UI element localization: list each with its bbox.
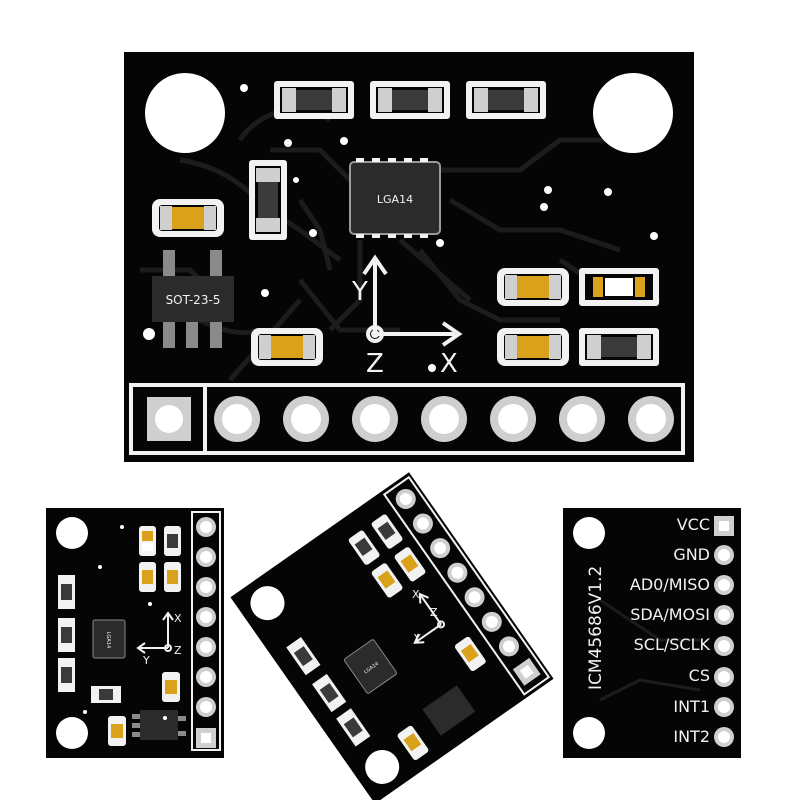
resistor: [579, 328, 659, 366]
capacitor: [152, 199, 224, 237]
back-pin: GND: [673, 545, 734, 565]
axis-x-label: X: [440, 349, 458, 379]
back-pin: SDA/MOSI: [630, 605, 734, 625]
svg-text:X: X: [412, 588, 420, 601]
svg-text:Z: Z: [174, 644, 182, 657]
svg-text:Z: Z: [430, 606, 438, 619]
mounting-hole: [145, 73, 225, 153]
back-pin: INT2: [673, 727, 734, 747]
back-pin: CS: [689, 666, 734, 687]
svg-text:SDA/MOSI: SDA/MOSI: [630, 605, 710, 624]
left-view-chip: LGA14: [92, 619, 126, 659]
svg-text:VCC: VCC: [677, 515, 710, 534]
mounting-hole: [593, 73, 673, 153]
axis-z-label: Z: [366, 349, 384, 379]
svg-text:SCL/SCLK: SCL/SCLK: [634, 635, 711, 654]
svg-text:INT1: INT1: [673, 697, 710, 716]
regulator-label: SOT-23-5: [166, 293, 221, 307]
pin-header: [129, 383, 685, 455]
svg-text:Y: Y: [142, 654, 150, 667]
axis-indicator: [362, 254, 463, 347]
svg-text:GND: GND: [673, 545, 710, 564]
svg-text:LGA14: LGA14: [105, 632, 111, 648]
chip-label: LGA14: [377, 193, 413, 206]
axis-y-label: Y: [351, 277, 368, 307]
back-pin: AD0/MISO: [630, 575, 734, 595]
board-version-label: ICM45686V1.2: [586, 566, 606, 690]
back-pin: INT1: [673, 697, 734, 717]
rotated-view-chip: LGA14: [343, 639, 397, 694]
svg-text:X: X: [174, 612, 182, 625]
imu-chip: LGA14: [349, 158, 441, 238]
resistor: [274, 81, 354, 119]
capacitor: [251, 328, 323, 366]
back-pin: VCC: [677, 515, 734, 536]
svg-text:AD0/MISO: AD0/MISO: [630, 575, 710, 594]
main-board: LGA14 SOT-23-5: [124, 52, 694, 462]
svg-text:CS: CS: [689, 666, 710, 685]
left-view-board: LGA14 X Y Z: [46, 508, 224, 758]
resistor: [466, 81, 546, 119]
back-pin-list: VCC GND AD0/MISO SDA/MOSI SCL/SCLK CS: [630, 515, 734, 747]
rotated-view-board: LGA14: [230, 472, 554, 800]
power-led: [579, 268, 659, 306]
svg-text:Y: Y: [413, 632, 421, 645]
back-pin: SCL/SCLK: [634, 635, 734, 656]
vias: [240, 84, 658, 372]
capacitor: [497, 268, 569, 306]
back-view-board: ICM45686V1.2 VCC GND AD0/MISO SDA/MOSI S…: [563, 508, 741, 758]
capacitor: [497, 328, 569, 366]
voltage-regulator: SOT-23-5: [143, 250, 234, 348]
resistor: [370, 81, 450, 119]
svg-text:INT2: INT2: [673, 727, 710, 746]
resistor-vertical: [249, 160, 287, 240]
